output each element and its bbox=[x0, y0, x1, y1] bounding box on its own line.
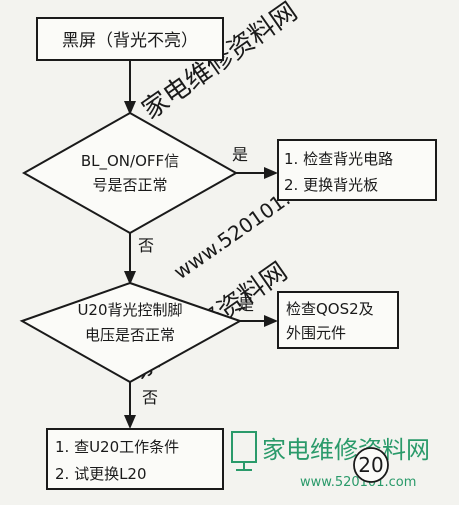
action3-box bbox=[46, 428, 224, 490]
decision1-label-line2: 号是否正常 bbox=[92, 176, 167, 194]
monitor-icon bbox=[231, 431, 257, 471]
page-number-circle bbox=[353, 447, 389, 483]
action3-line1: 1. 查U20工作条件 bbox=[55, 438, 179, 456]
action1-box bbox=[277, 139, 437, 201]
decision2-label-line2: 电压是否正常 bbox=[85, 326, 175, 344]
decision2-label-line1: U20背光控制脚 bbox=[77, 301, 182, 319]
watermark-logo: 家电维修资料网 www.520101.com bbox=[231, 431, 430, 490]
action3-line2: 2. 试更换L20 bbox=[55, 465, 147, 483]
start-box-label: 黑屏（背光不亮） bbox=[62, 31, 198, 51]
arrowhead-3 bbox=[124, 271, 136, 285]
decision2-no-label: 否 bbox=[142, 388, 158, 407]
watermark-url: www.520101.com bbox=[300, 475, 416, 490]
page-number-text: 20 bbox=[358, 453, 383, 477]
decision1-label-line1: BL_ON/OFF信 bbox=[81, 152, 179, 171]
arrowhead-4 bbox=[264, 315, 278, 327]
arrowhead-5 bbox=[124, 415, 136, 429]
decision1-diamond bbox=[21, 111, 239, 235]
page-number-badge: 20 bbox=[353, 447, 389, 483]
decision2-yes-label: 是 bbox=[238, 295, 254, 314]
action1-line2: 2. 更换背光板 bbox=[284, 176, 378, 194]
decision1-yes-label: 是 bbox=[232, 145, 248, 164]
arrowhead-2 bbox=[264, 167, 278, 179]
start-box bbox=[36, 17, 224, 61]
watermark-site-name: 家电维修资料网 bbox=[262, 436, 430, 464]
arrowhead-1 bbox=[124, 101, 136, 115]
decision1-no-label: 否 bbox=[138, 236, 154, 255]
action2-line2: 外围元件 bbox=[286, 324, 346, 342]
action2-line1: 检查QOS2及 bbox=[286, 300, 374, 318]
action1-line1: 1. 检查背光电路 bbox=[284, 150, 393, 168]
action2-box bbox=[277, 291, 399, 349]
